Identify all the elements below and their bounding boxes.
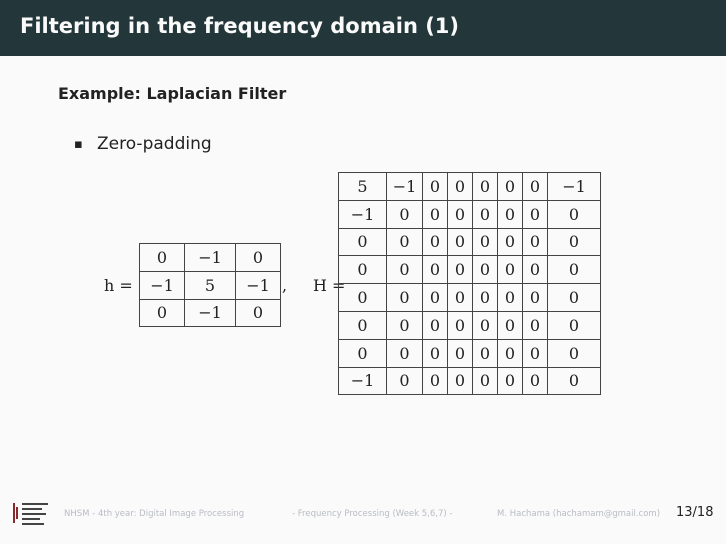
H-matrix-cell: 0 xyxy=(547,310,601,340)
h-matrix-cell: 0 xyxy=(139,298,185,328)
H-matrix-cell: 0 xyxy=(422,310,448,340)
footer-topic: - Frequency Processing (Week 5,6,7) - xyxy=(292,509,453,519)
H-matrix-cell: 5 xyxy=(338,172,387,201)
H-matrix-cell: 0 xyxy=(447,172,473,201)
H-matrix-label: H = xyxy=(313,276,346,295)
separator-comma: , xyxy=(282,276,288,295)
H-matrix-cell: 0 xyxy=(497,310,523,340)
h-matrix-cell: 5 xyxy=(184,270,236,300)
h-matrix-label: h = xyxy=(104,276,133,295)
H-matrix-cell: 0 xyxy=(472,338,498,368)
H-matrix-cell: 0 xyxy=(472,172,498,201)
H-matrix-cell: 0 xyxy=(447,283,473,312)
h-matrix-cell: −1 xyxy=(139,270,185,300)
H-matrix-cell: 0 xyxy=(447,255,473,285)
H-matrix-cell: 0 xyxy=(497,227,523,257)
H-matrix-cell: 0 xyxy=(497,199,523,229)
H-matrix-cell: 0 xyxy=(338,255,387,285)
H-matrix-cell: −1 xyxy=(386,172,423,201)
h-matrix-cell: 0 xyxy=(235,298,281,328)
H-matrix-cell: 0 xyxy=(422,227,448,257)
H-matrix-cell: 0 xyxy=(422,283,448,312)
bullet-marker: ▪ xyxy=(74,137,83,152)
H-matrix-cell: −1 xyxy=(338,199,387,229)
H-matrix-cell: 0 xyxy=(447,227,473,257)
H-matrix-cell: 0 xyxy=(422,199,448,229)
h-matrix-cell: −1 xyxy=(235,270,281,300)
H-matrix-cell: 0 xyxy=(338,283,387,312)
slide-title: Filtering in the frequency domain (1) xyxy=(20,14,460,38)
H-matrix-cell: 0 xyxy=(386,338,423,368)
h-matrix-cell: −1 xyxy=(184,243,236,272)
h-matrix-cell: −1 xyxy=(184,298,236,328)
H-matrix-cell: 0 xyxy=(472,255,498,285)
H-matrix-cell: 0 xyxy=(447,199,473,229)
H-matrix-cell: 0 xyxy=(472,310,498,340)
H-matrix-cell: 0 xyxy=(547,227,601,257)
H-matrix-cell: −1 xyxy=(338,366,387,396)
H-matrix-cell: 0 xyxy=(386,366,423,396)
footer-author: M. Hachama (hachamam@gmail.com) xyxy=(497,509,661,519)
H-matrix-cell: 0 xyxy=(472,283,498,312)
H-matrix-cell: 0 xyxy=(522,338,548,368)
H-matrix-cell: −1 xyxy=(547,172,601,201)
H-matrix-cell: 0 xyxy=(547,283,601,312)
H-matrix-cell: 0 xyxy=(522,227,548,257)
title-bar: Filtering in the frequency domain (1) xyxy=(0,0,726,56)
h-matrix-cell: 0 xyxy=(235,243,281,272)
H-matrix-cell: 0 xyxy=(547,338,601,368)
H-matrix-cell: 0 xyxy=(497,338,523,368)
bullet-text: Zero-padding xyxy=(97,134,212,154)
H-matrix-cell: 0 xyxy=(386,283,423,312)
H-matrix-cell: 0 xyxy=(522,255,548,285)
H-matrix-cell: 0 xyxy=(422,338,448,368)
H-matrix-cell: 0 xyxy=(522,366,548,396)
H-matrix-cell: 0 xyxy=(472,366,498,396)
H-matrix-cell: 0 xyxy=(497,366,523,396)
H-matrix-cell: 0 xyxy=(497,283,523,312)
institution-logo xyxy=(13,503,48,525)
H-matrix-cell: 0 xyxy=(386,255,423,285)
H-matrix-cell: 0 xyxy=(472,199,498,229)
footer-course: NHSM - 4th year: Digital Image Processin… xyxy=(64,509,245,519)
H-matrix-cell: 0 xyxy=(547,255,601,285)
h-matrix-cell: 0 xyxy=(139,243,185,272)
H-matrix-cell: 0 xyxy=(447,366,473,396)
H-matrix-cell: 0 xyxy=(522,283,548,312)
H-matrix-cell: 0 xyxy=(447,310,473,340)
H-matrix-cell: 0 xyxy=(547,366,601,396)
H-matrix-cell: 0 xyxy=(472,227,498,257)
H-matrix-cell: 0 xyxy=(447,338,473,368)
H-matrix-cell: 0 xyxy=(522,199,548,229)
H-matrix-cell: 0 xyxy=(497,172,523,201)
example-heading: Example: Laplacian Filter xyxy=(58,84,287,103)
H-matrix-cell: 0 xyxy=(422,366,448,396)
H-matrix-cell: 0 xyxy=(497,255,523,285)
H-matrix-cell: 0 xyxy=(422,255,448,285)
page-number: 13/18 xyxy=(676,505,714,520)
H-matrix-cell: 0 xyxy=(422,172,448,201)
H-matrix-cell: 0 xyxy=(386,310,423,340)
H-matrix-cell: 0 xyxy=(338,310,387,340)
H-matrix-cell: 0 xyxy=(386,199,423,229)
H-matrix-cell: 0 xyxy=(522,310,548,340)
H-matrix-cell: 0 xyxy=(386,227,423,257)
H-matrix-cell: 0 xyxy=(338,227,387,257)
H-matrix-cell: 0 xyxy=(338,338,387,368)
H-matrix-cell: 0 xyxy=(522,172,548,201)
H-matrix-cell: 0 xyxy=(547,199,601,229)
